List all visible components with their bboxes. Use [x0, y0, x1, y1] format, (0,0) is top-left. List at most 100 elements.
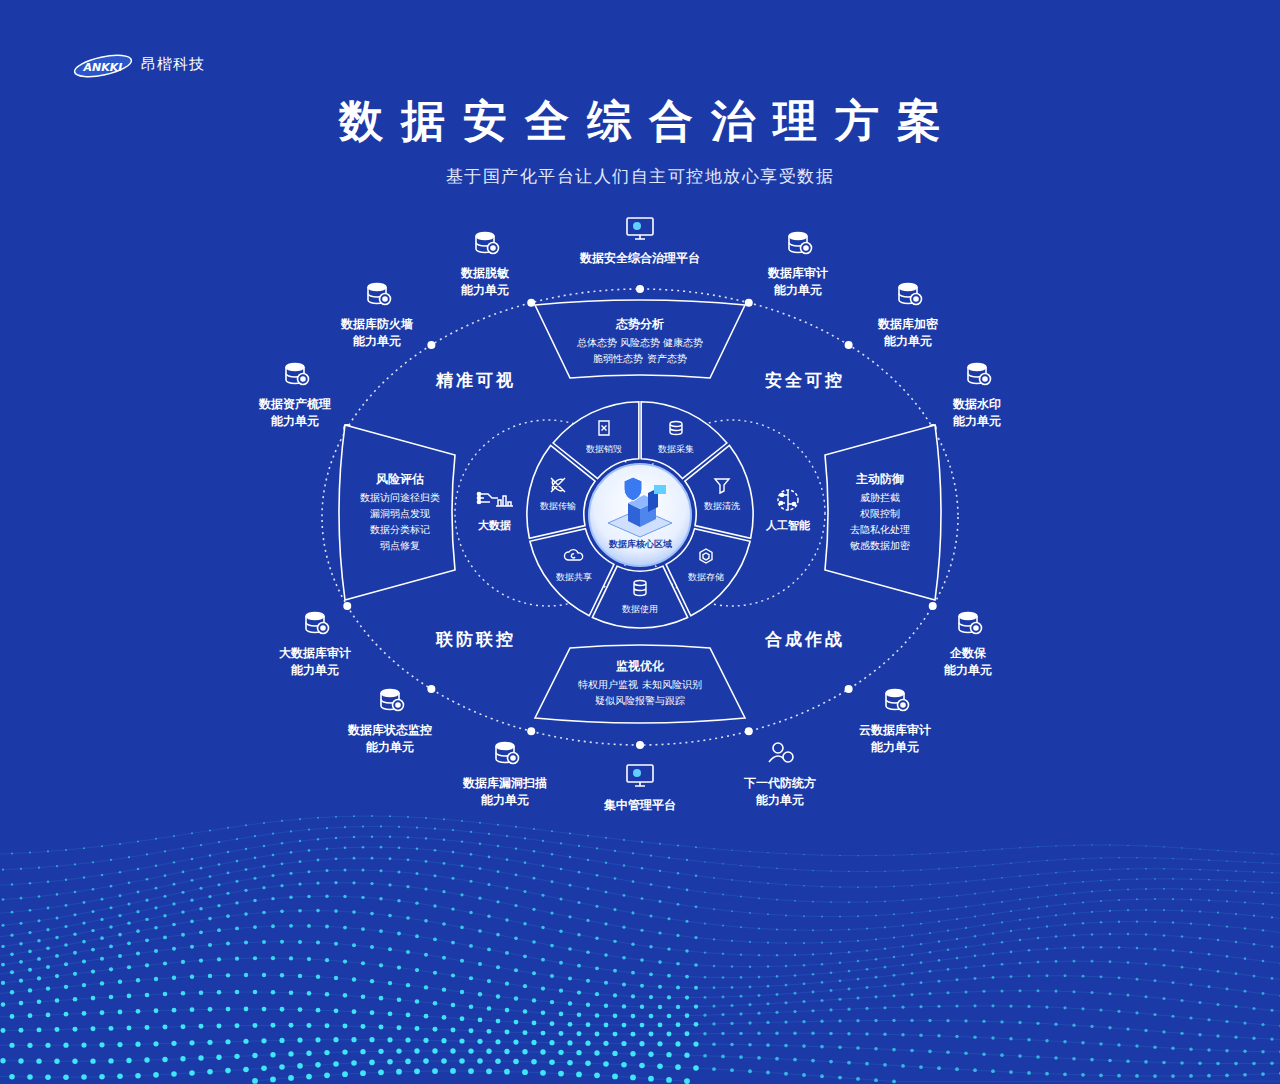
- wave-dot: [91, 1026, 96, 1031]
- wave-dot: [289, 1023, 294, 1028]
- wave-dot: [631, 911, 634, 914]
- node-shape: [574, 415, 634, 463]
- wave-line: [3, 847, 1280, 902]
- wave-dot: [541, 986, 545, 990]
- wave-dot: [1019, 962, 1022, 965]
- wave-dot: [749, 941, 751, 943]
- wave-dot: [1144, 995, 1147, 998]
- wave-dot: [461, 840, 463, 842]
- wave-dot: [623, 864, 625, 866]
- wave-dot: [1154, 898, 1156, 900]
- wave-dot: [829, 1008, 832, 1011]
- wave-dot: [1262, 960, 1265, 963]
- wave-dot: [162, 1057, 167, 1062]
- wave-dot: [1189, 1074, 1193, 1078]
- wave-dot: [767, 852, 768, 853]
- wave-dot: [380, 846, 383, 849]
- wave-dot: [884, 966, 887, 969]
- node-shape: [646, 415, 706, 463]
- segment-text: 数据使用: [610, 603, 670, 616]
- wave-dot: [172, 902, 175, 905]
- wave-dot: [1064, 883, 1066, 885]
- wave-dot: [1181, 868, 1183, 870]
- wave-dot: [163, 936, 167, 940]
- wave-dot: [640, 1005, 644, 1009]
- wave-dot: [992, 952, 995, 955]
- wave-dot: [416, 847, 419, 850]
- wave-dot: [866, 968, 869, 971]
- wave-dot: [911, 854, 912, 855]
- panel-content: 监视优化特权用户监视 未知风险识别 疑似风险报警与跟踪: [535, 648, 745, 718]
- wave-dot: [1235, 913, 1237, 915]
- wave-dot: [666, 1077, 672, 1083]
- wave-dot: [217, 904, 220, 907]
- wave-dot: [487, 883, 490, 886]
- circuit-lines: [480, 494, 498, 502]
- screen: [654, 485, 666, 494]
- wave-dot: [1145, 868, 1147, 870]
- wave-dot: [434, 849, 437, 852]
- wave-dot: [351, 1037, 356, 1042]
- wave-dot: [316, 1008, 321, 1013]
- wave-dot: [56, 893, 59, 896]
- wave-dot: [253, 1023, 258, 1028]
- bar-icon: [496, 496, 513, 506]
- wave-dot: [568, 915, 571, 918]
- wave-dot: [271, 874, 274, 877]
- wave-dot: [226, 892, 229, 895]
- wave-dot: [433, 874, 436, 877]
- wave-dot: [496, 1019, 501, 1024]
- ring-dot: [636, 285, 644, 293]
- wave-dot: [370, 979, 374, 983]
- wave-dot: [478, 929, 482, 933]
- wave-dot: [271, 990, 276, 995]
- wave-dot: [352, 977, 356, 981]
- wave-dot: [263, 865, 266, 868]
- wave-dot: [1046, 948, 1049, 951]
- wave-dot: [1028, 927, 1030, 929]
- wave-dot: [451, 941, 455, 945]
- wave-dot: [442, 1015, 447, 1020]
- wave-dot: [0, 1058, 5, 1063]
- wave-dot: [830, 971, 833, 974]
- wave-dot: [109, 1026, 114, 1031]
- wave-dot: [559, 1031, 564, 1036]
- wave-dot: [280, 1007, 285, 1012]
- wave-dot: [929, 932, 931, 934]
- wave-dot: [1073, 912, 1075, 914]
- wave-dot: [28, 950, 32, 954]
- wave-dot: [839, 916, 841, 918]
- wave-dot: [1118, 899, 1120, 901]
- wave-dot: [379, 1025, 384, 1030]
- wave-dot: [244, 889, 247, 892]
- wave-dot: [218, 841, 220, 843]
- wave-dot: [857, 978, 860, 981]
- wave-dot: [117, 1074, 123, 1080]
- wave-dot: [1127, 888, 1129, 890]
- wave-dot: [1127, 909, 1129, 911]
- wave-line: [0, 1009, 1280, 1040]
- wave-dot: [468, 1048, 473, 1053]
- unit: 数据水印 能力单元: [953, 396, 1001, 430]
- wave-dot: [18, 1058, 23, 1063]
- wave-dot: [676, 962, 680, 966]
- wave-dot: [136, 1009, 141, 1014]
- wave-dot: [848, 871, 850, 873]
- wave-dot: [1252, 1062, 1256, 1066]
- wave-dot: [1055, 872, 1057, 874]
- ring-dot: [427, 341, 435, 349]
- wave-dot: [55, 998, 60, 1003]
- wave-dot: [1117, 1010, 1120, 1013]
- screen-dot: [633, 222, 641, 230]
- wave-dot: [262, 973, 266, 977]
- wave-dot: [189, 1070, 195, 1076]
- wave-dot: [604, 1004, 608, 1008]
- wave-dot: [947, 882, 949, 884]
- wave-dot: [585, 1061, 591, 1067]
- wave-dot: [497, 845, 499, 847]
- wave-dot: [1136, 898, 1138, 900]
- wave-dot: [281, 820, 283, 822]
- wave-dot: [1063, 1072, 1067, 1076]
- wave-dot: [640, 984, 644, 988]
- wave-dot: [1199, 888, 1201, 890]
